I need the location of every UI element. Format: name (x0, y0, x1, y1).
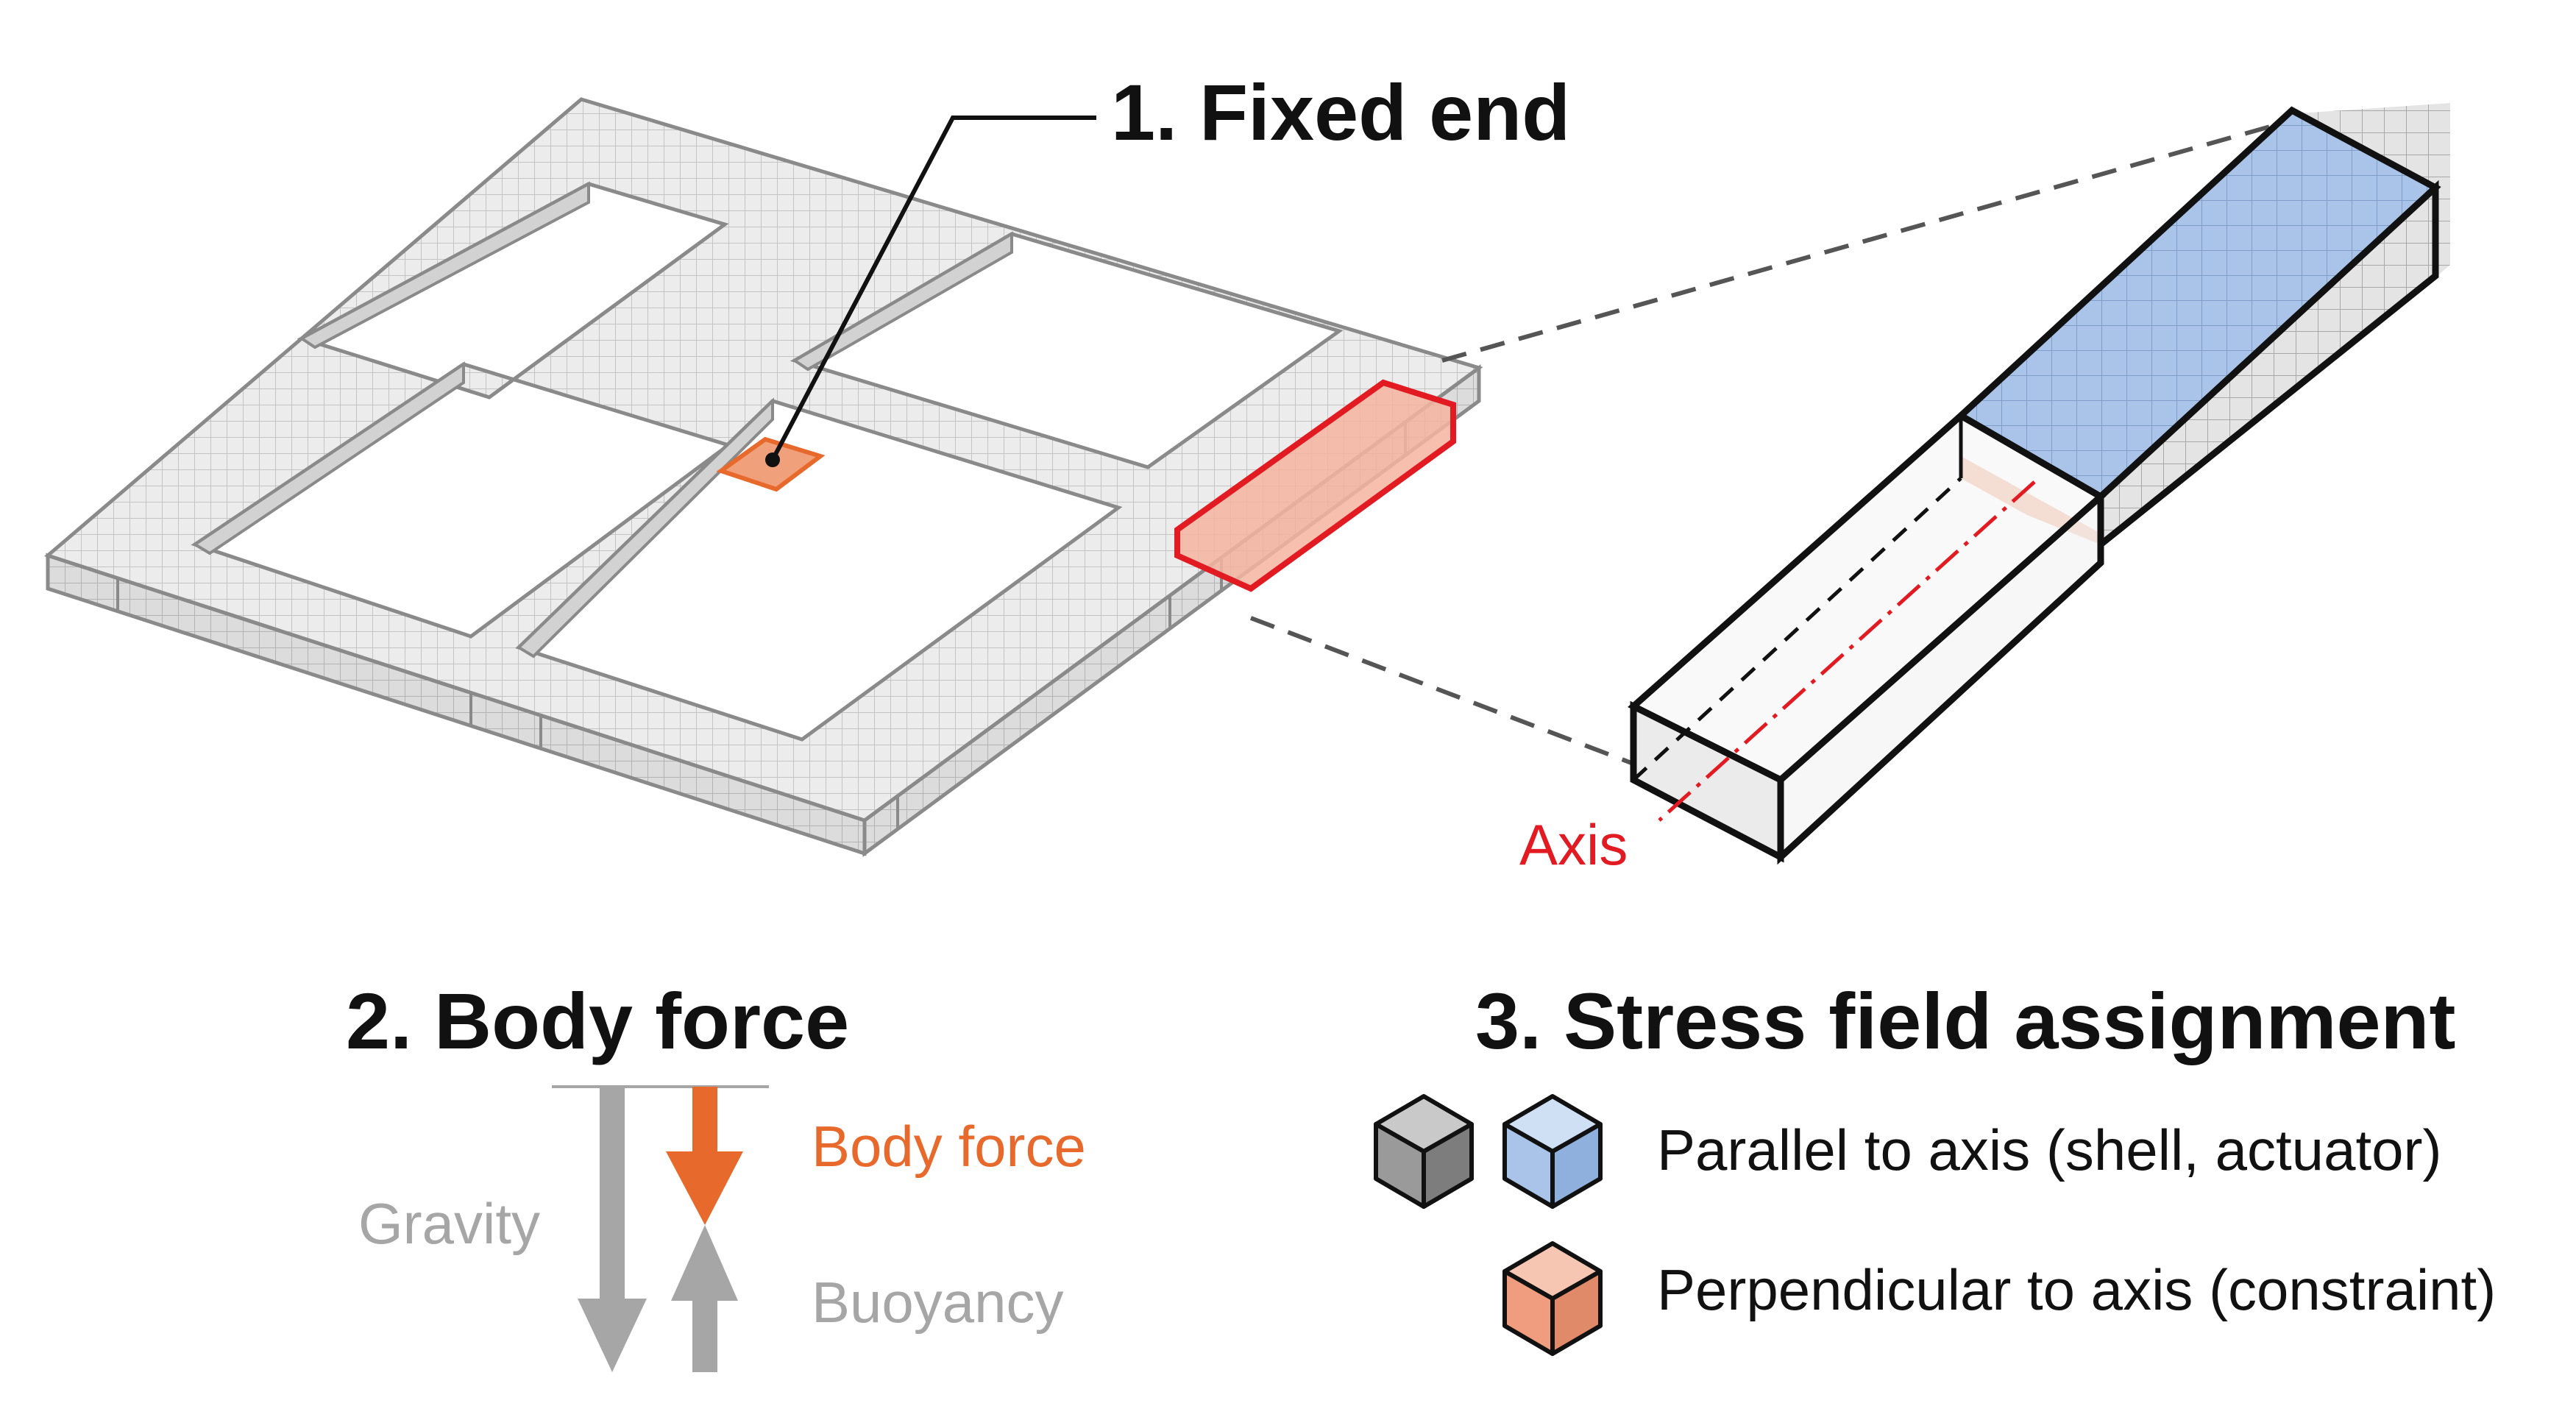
parallel-label: Parallel to axis (shell, actuator) (1657, 1118, 2441, 1182)
hidden-edge (1632, 477, 1962, 781)
hole-wall (192, 361, 465, 555)
body-force-arrow (666, 1087, 743, 1225)
perpendicular-label: Perpendicular to axis (constraint) (1657, 1257, 2496, 1322)
buoyancy-label: Buoyancy (812, 1270, 1064, 1335)
transparent-box-side (1777, 489, 2104, 865)
blue-cube-icon (1502, 1094, 1603, 1209)
highlighted-beam (1174, 379, 1456, 592)
zoom-line-top (1441, 119, 2289, 363)
fixed-end-leader (770, 116, 1096, 461)
lattice-front-face-left (46, 553, 867, 856)
gray-cube-icon (1374, 1094, 1474, 1209)
axis-label: Axis (1519, 812, 1628, 877)
fixed-end-label: 1. Fixed end (1111, 68, 1570, 157)
lattice-structure (43, 97, 1483, 857)
axis-line (1658, 480, 2036, 822)
salmon-cube-icon (1502, 1241, 1603, 1356)
zoom-line-bottom (1249, 616, 1639, 767)
buoyancy-arrow (671, 1225, 738, 1372)
body-force-title: 2. Body force (346, 976, 849, 1065)
gravity-arrow (578, 1087, 647, 1372)
zoomed-beam (1628, 103, 2450, 865)
hole-wall (299, 181, 590, 349)
gravity-label: Gravity (358, 1191, 540, 1256)
body-force-label: Body force (812, 1114, 1086, 1179)
hole-wall (516, 397, 774, 658)
hole-wall (792, 231, 1013, 372)
stress-field-title: 3. Stress field assignment (1475, 976, 2456, 1065)
